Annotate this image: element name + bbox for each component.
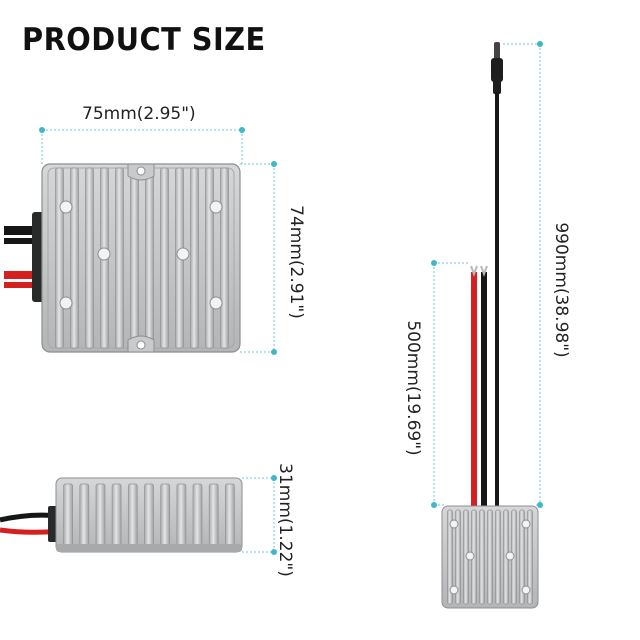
guide-dot <box>239 127 245 133</box>
wire-red-left <box>4 271 44 279</box>
dc-plug-tip <box>494 42 500 60</box>
guide-dot <box>271 475 277 481</box>
screw <box>209 200 223 214</box>
thickness-guide <box>242 475 277 555</box>
guide-dot <box>271 549 277 555</box>
thickness-label: 31mm(1.22") <box>275 463 295 577</box>
screw <box>449 519 459 529</box>
fin <box>190 167 199 349</box>
fin <box>160 483 171 547</box>
screw <box>521 585 531 595</box>
fin <box>225 483 235 547</box>
fin <box>127 483 138 547</box>
stripped-end-red <box>470 265 478 277</box>
short-cable-label: 500mm(19.69") <box>403 320 423 456</box>
side-base-plate <box>56 544 242 552</box>
dc-plug-strain-relief <box>493 80 501 94</box>
wire-black-left-2 <box>4 238 44 244</box>
fin <box>115 167 124 349</box>
mounting-hole-bottom <box>136 340 146 350</box>
height-label: 74mm(2.91") <box>286 205 306 319</box>
dc-plug <box>491 58 503 82</box>
fin <box>176 483 187 547</box>
stripped-end-black <box>480 265 488 277</box>
heat-sink-fins <box>55 167 229 349</box>
fin <box>85 167 94 349</box>
fin <box>63 483 73 547</box>
side-fins <box>63 483 235 547</box>
screw <box>59 200 73 214</box>
fin <box>519 509 525 605</box>
fin <box>55 167 64 349</box>
fin <box>487 509 493 605</box>
guide-dot <box>271 161 277 167</box>
wire-black-left <box>4 226 44 235</box>
long-cable-label: 990mm(38.98") <box>551 222 571 358</box>
fin <box>145 167 154 349</box>
page-title: PRODUCT SIZE <box>22 22 266 58</box>
right-fins <box>447 509 533 605</box>
guide-dot <box>537 41 543 47</box>
fin <box>95 483 106 547</box>
guide-dot <box>431 260 437 266</box>
long-cable-guide <box>503 41 543 508</box>
screw <box>521 519 531 529</box>
width-guide <box>39 127 245 164</box>
fin <box>160 167 169 349</box>
fin <box>527 509 533 605</box>
fin <box>495 509 501 605</box>
fin <box>192 483 203 547</box>
wire-red-left-2 <box>4 282 44 288</box>
fin <box>144 483 154 547</box>
fin <box>130 167 139 349</box>
guide-dot <box>537 502 543 508</box>
mounting-hole-top <box>136 166 146 176</box>
screw <box>209 296 223 310</box>
guide-dot <box>431 502 437 508</box>
width-label: 75mm(2.95") <box>82 104 196 124</box>
screw <box>449 585 459 595</box>
fin <box>220 167 229 349</box>
fin <box>79 483 90 547</box>
converter-with-cables <box>441 42 539 609</box>
fin <box>447 509 453 605</box>
fin <box>479 509 485 605</box>
guide-dot <box>271 349 277 355</box>
fin <box>111 483 122 547</box>
screw <box>59 296 73 310</box>
screw <box>505 551 515 561</box>
fin <box>208 483 219 547</box>
fin <box>205 167 214 349</box>
fin <box>455 509 461 605</box>
screw <box>465 551 475 561</box>
height-guide <box>240 161 277 355</box>
converter-front-view <box>4 163 241 353</box>
guide-dot <box>39 127 45 133</box>
short-cable-guide <box>431 260 470 508</box>
fin <box>70 167 79 349</box>
screw <box>176 247 190 261</box>
converter-side-view <box>0 477 243 553</box>
screw <box>97 247 111 261</box>
